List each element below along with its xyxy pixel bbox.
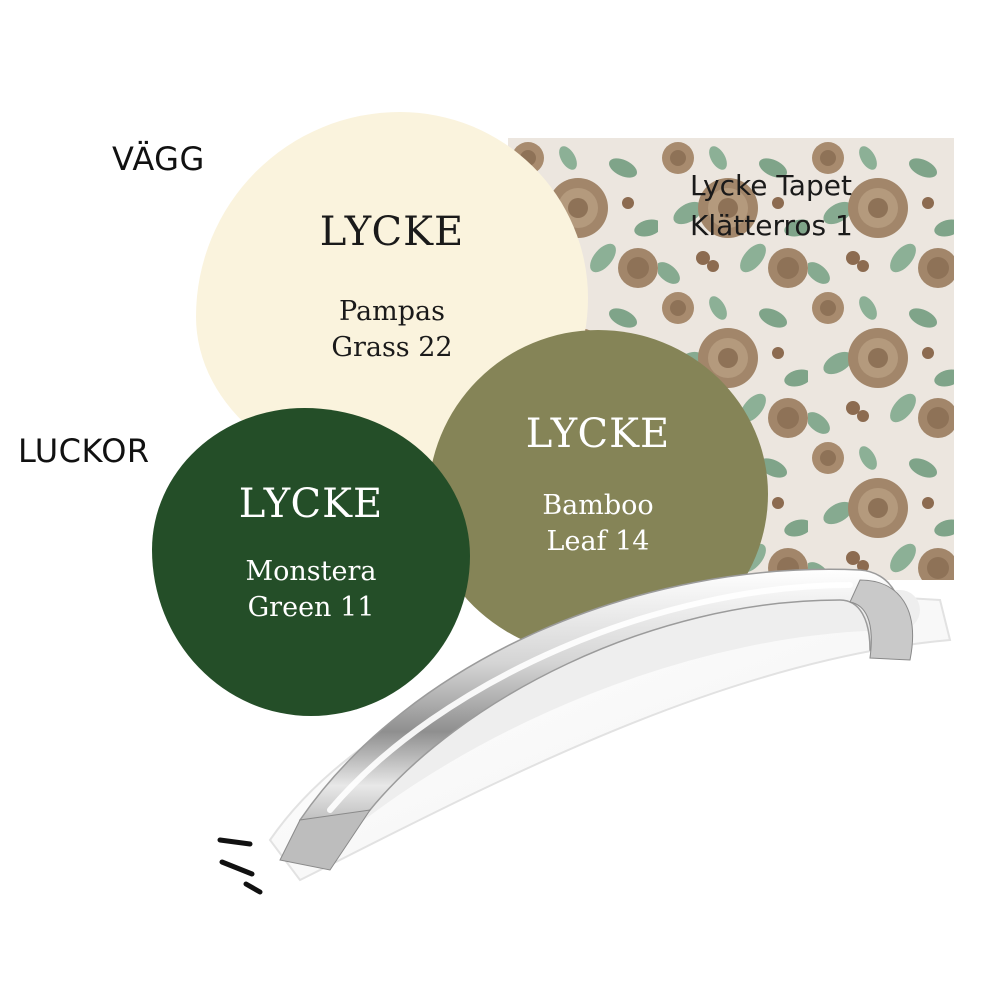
swatch-brand: LYCKE [238, 481, 384, 527]
cabinet-handle-icon [268, 568, 952, 882]
swatch-color-name: Monstera Green 11 [211, 554, 411, 626]
swatch-brand: LYCKE [525, 411, 671, 457]
doors-label: LUCKOR [18, 432, 150, 470]
swatch-color-name: Bamboo Leaf 14 [498, 488, 698, 560]
swatch-color-name: Pampas Grass 22 [292, 294, 492, 366]
wall-label: VÄGG [112, 140, 205, 178]
swatch-color-name-line1: Monstera [245, 556, 377, 587]
swatch-brand: LYCKE [319, 209, 465, 255]
swatch-monstera-green: LYCKE Monstera Green 11 [152, 408, 470, 716]
wallpaper-name-line1: Lycke Tapet [690, 169, 852, 202]
swatch-color-name-line2: Green 11 [247, 592, 375, 623]
sparkle-lines-icon [217, 837, 263, 895]
wallpaper-name: Lycke Tapet Klätterros 1 [690, 166, 926, 246]
swatch-color-name-line2: Leaf 14 [546, 526, 650, 557]
wallpaper-name-line2: Klätterros 1 [690, 209, 853, 242]
swatch-color-name-line1: Bamboo [542, 490, 654, 521]
swatch-color-name-line2: Grass 22 [331, 332, 453, 363]
swatch-color-name-line1: Pampas [339, 296, 445, 327]
